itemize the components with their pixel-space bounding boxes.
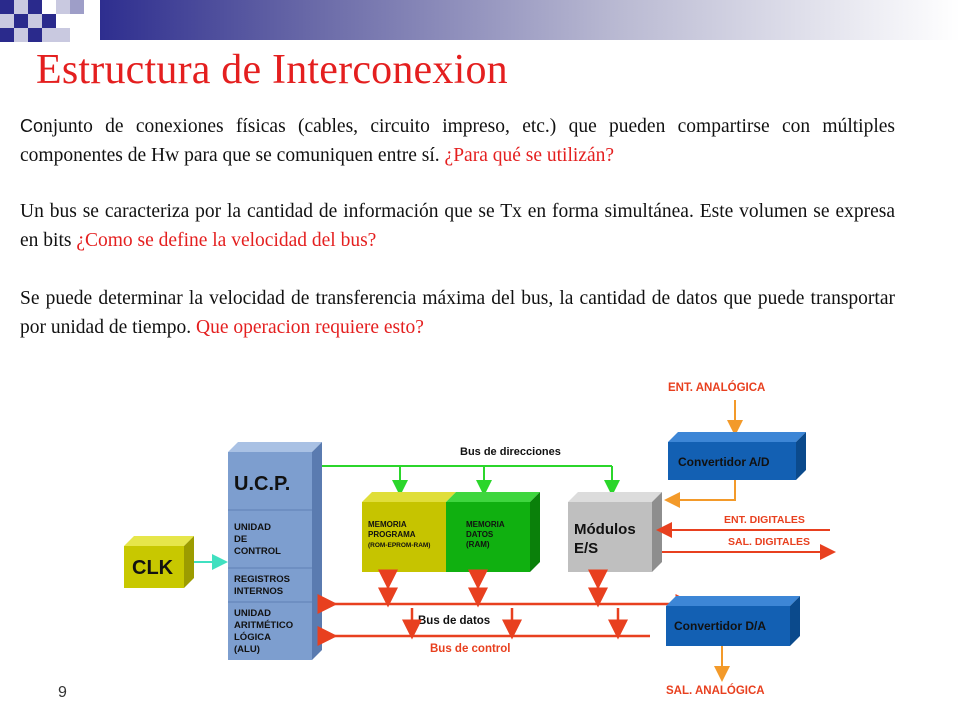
paragraph-question: Que operacion requiere esto? — [196, 317, 424, 338]
convertidor-ad-block: ENT. ANALÓGICA Convertidor A/D — [664, 381, 806, 508]
paragraph-text: Se puede determinar la velocidad de tran… — [20, 288, 895, 338]
ent-analogica-label: ENT. ANALÓGICA — [668, 381, 765, 394]
ucp-block: U.C.P. UNIDAD DE CONTROL REGISTROS INTER… — [228, 442, 322, 660]
paragraph-definition: Conjunto de conexiones físicas (cables, … — [20, 112, 895, 170]
control-bus-label: Bus de control — [430, 643, 511, 655]
data-bus: Bus de datos — [317, 569, 696, 627]
paragraph-bus-width: Un bus se caracteriza por la cantidad de… — [20, 197, 895, 255]
ucp-registros-line: INTERNOS — [234, 586, 283, 597]
convertidor-da-label: Convertidor D/A — [674, 619, 766, 633]
clk-label: CLK — [132, 557, 174, 579]
modulos-es-block: Módulos E/S — [568, 492, 662, 572]
data-bus-label: Bus de datos — [418, 615, 490, 627]
deco-square — [0, 28, 14, 42]
mem-prog-line: MEMORIA — [368, 520, 407, 529]
memoria-datos-block: MEMORIA DATOS (RAM) — [446, 492, 540, 572]
mem-prog-line: PROGRAMA — [368, 530, 416, 539]
deco-square — [14, 14, 28, 28]
ucp-control-line: UNIDAD — [234, 522, 271, 533]
deco-square — [56, 0, 70, 14]
mem-datos-line: DATOS — [466, 530, 494, 539]
modulos-line: E/S — [574, 540, 598, 557]
memoria-programa-block: MEMORIA PROGRAMA (ROM-EPROM-RAM) — [362, 492, 456, 572]
ent-digitales-label: ENT. DIGITALES — [724, 514, 805, 526]
clk-block: CLK — [124, 536, 194, 588]
paragraph-lead: Co — [20, 116, 44, 136]
address-bus-label: Bus de direcciones — [460, 446, 561, 458]
ucp-control-line: CONTROL — [234, 546, 281, 557]
modulos-line: Módulos — [574, 521, 636, 538]
deco-square — [28, 14, 42, 28]
page-number: 9 — [58, 684, 67, 701]
mem-datos-line: MEMORIA — [466, 520, 505, 529]
slide-title: Estructura de Interconexion — [36, 47, 508, 93]
deco-square — [70, 0, 84, 14]
sal-analogica-label: SAL. ANALÓGICA — [666, 684, 765, 697]
mem-prog-line: (ROM-EPROM-RAM) — [368, 542, 430, 549]
convertidor-da-block: Convertidor D/A SAL. ANALÓGICA — [666, 596, 800, 697]
deco-square — [0, 0, 14, 14]
deco-square — [14, 28, 28, 42]
header-gradient-bar — [100, 0, 960, 40]
deco-square — [14, 0, 28, 14]
paragraph-bus-speed: Se puede determinar la velocidad de tran… — [20, 284, 895, 342]
ucp-alu-line: UNIDAD — [234, 608, 271, 619]
paragraph-text: Un bus se caracteriza por la cantidad de… — [20, 201, 895, 251]
ucp-alu-line: ARITMÉTICO — [234, 620, 293, 631]
deco-square — [42, 28, 56, 42]
deco-square — [28, 0, 42, 14]
mem-datos-line: (RAM) — [466, 540, 490, 549]
deco-square — [56, 28, 70, 42]
ucp-registros-line: REGISTROS — [234, 574, 290, 585]
ucp-control-line: DE — [234, 534, 247, 545]
paragraph-text: njunto de conexiones físicas (cables, ci… — [20, 116, 895, 166]
digital-io: ENT. DIGITALES SAL. DIGITALES — [656, 514, 836, 560]
deco-square — [42, 14, 56, 28]
convertidor-ad-label: Convertidor A/D — [678, 455, 770, 469]
ucp-alu-line: (ALU) — [234, 644, 260, 655]
sal-digitales-label: SAL. DIGITALES — [728, 536, 810, 548]
ucp-alu-line: LÓGICA — [234, 631, 271, 643]
paragraph-question: ¿Como se define la velocidad del bus? — [76, 230, 377, 251]
control-bus: Bus de control — [317, 608, 650, 655]
address-bus: Bus de direcciones — [322, 446, 620, 496]
deco-square — [28, 28, 42, 42]
paragraph-question: ¿Para qué se utilizán? — [444, 145, 615, 166]
deco-square — [0, 14, 14, 28]
ucp-title: U.C.P. — [234, 473, 290, 495]
